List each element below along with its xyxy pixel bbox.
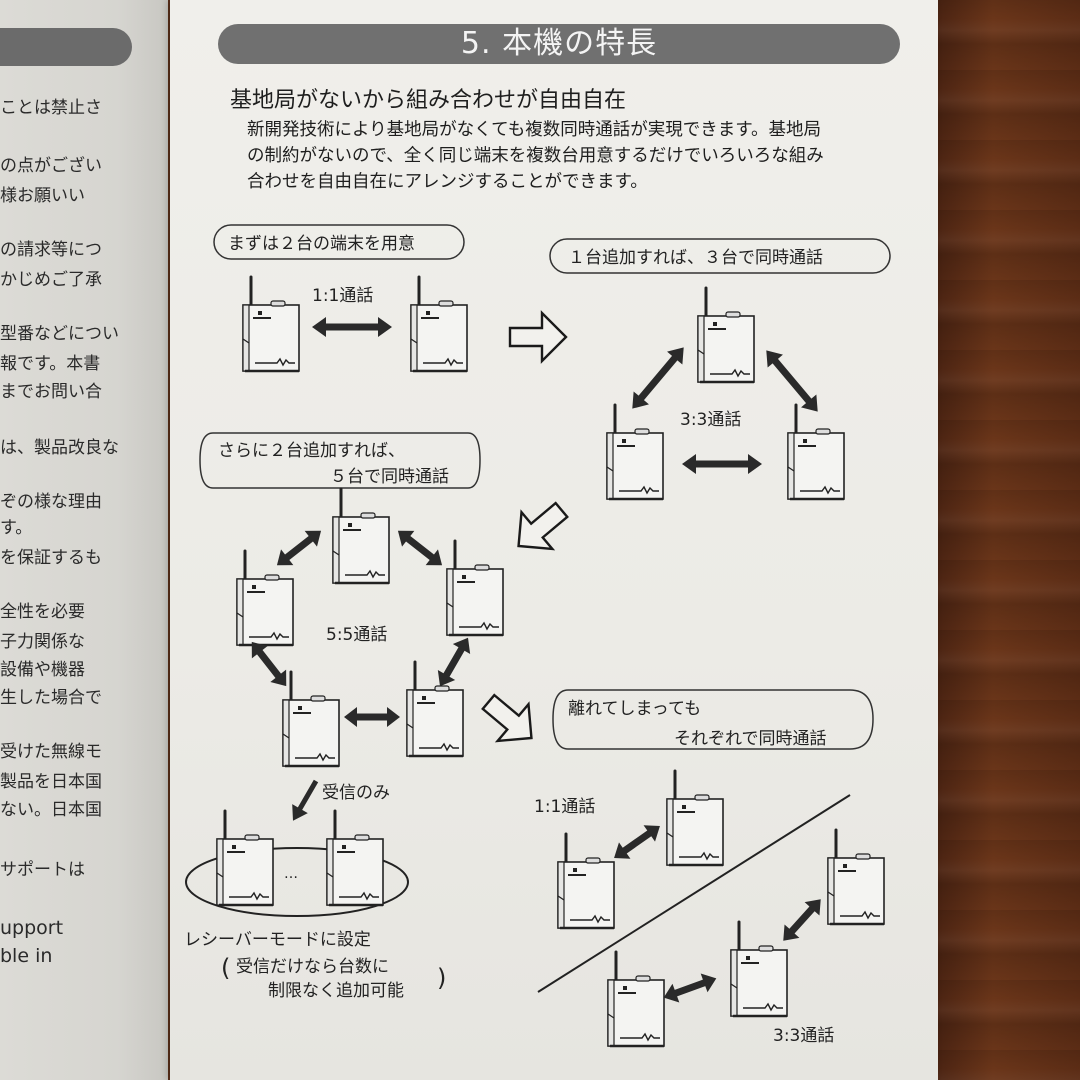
receive-only-label: 受信のみ xyxy=(322,783,390,803)
device-unit-icon xyxy=(215,809,275,907)
next-step-arrow-icon xyxy=(501,490,579,566)
section-title: 5. 本機の特長 xyxy=(218,24,900,64)
bidirectional-arrow-icon xyxy=(312,317,392,337)
note-paren-close: ) xyxy=(437,964,446,992)
step2-group: １台追加すれば、３台で同時通話 3:3通話 xyxy=(549,238,891,501)
step1-call-label: 1:1通話 xyxy=(312,286,373,306)
receiver-group: 受信のみ … レシーバーモードに設定 ( 受信だけなら台数に 制限なく追加可能 … xyxy=(184,779,446,1001)
bidirectional-arrow-icon xyxy=(431,632,477,692)
left-page-line: を保証するも xyxy=(0,548,102,568)
receiver-mode-label: レシーバーモードに設定 xyxy=(184,930,371,950)
device-unit-icon xyxy=(325,809,385,907)
left-page-line: ことは禁止さ xyxy=(0,98,102,118)
step3-group: さらに２台追加すれば、 ５台で同時通話 5:5通話 xyxy=(199,432,505,768)
device-unit-icon xyxy=(405,660,465,758)
body-text-line: の制約がないので、全く同じ端末を複数台用意するだけでいろいろな組み xyxy=(247,146,824,166)
group1-call-label: 1:1通話 xyxy=(534,797,595,817)
left-page-line: 設備や機器 xyxy=(0,660,85,680)
step3-caption-line2: ５台で同時通話 xyxy=(330,467,449,487)
left-page: ことは禁止さ の点がござい 様お願いい の請求等につ かじめご了承 型番などにつ… xyxy=(0,0,168,1080)
bidirectional-arrow-icon xyxy=(270,522,328,574)
bidirectional-arrow-icon xyxy=(758,343,826,419)
group2-call-label: 3:3通話 xyxy=(773,1026,834,1046)
left-page-line: かじめご了承 xyxy=(0,270,102,290)
step4-group: 離れてしまっても それぞれで同時通話 1:1通話 3:3通話 xyxy=(534,689,886,1048)
left-page-line: 受けた無線モ xyxy=(0,742,102,762)
left-page-line: ない。日本国 xyxy=(0,800,102,820)
left-page-line: までお問い合 xyxy=(0,382,102,402)
left-page-line: 全性を必要 xyxy=(0,602,85,622)
wooden-table-background xyxy=(935,0,1080,1080)
left-page-line: ぞの様な理由 xyxy=(0,492,102,512)
note-paren-open: ( xyxy=(221,954,230,982)
step2-call-label: 3:3通話 xyxy=(680,410,741,430)
device-unit-icon xyxy=(606,950,666,1048)
left-page-line: の点がござい xyxy=(0,156,102,176)
device-unit-icon xyxy=(696,286,756,384)
device-unit-icon xyxy=(605,403,665,501)
next-step-arrow-icon xyxy=(471,682,549,758)
bidirectional-arrow-icon xyxy=(391,522,449,574)
left-page-section-pill xyxy=(0,28,132,66)
device-unit-icon xyxy=(445,539,505,637)
step4-caption-line1: 離れてしまっても xyxy=(568,699,701,719)
section-heading: 基地局がないから組み合わせが自由自在 xyxy=(230,88,627,113)
device-unit-icon xyxy=(786,403,846,501)
step3-caption-line1: さらに２台追加すれば、 xyxy=(218,441,405,461)
left-page-line: 報です。本書 xyxy=(0,354,101,374)
device-unit-icon xyxy=(331,487,391,585)
device-unit-icon xyxy=(826,828,886,926)
bidirectional-arrow-icon xyxy=(344,707,400,727)
step3-caption-bubble xyxy=(199,432,481,489)
bidirectional-arrow-icon xyxy=(660,969,720,1007)
device-unit-icon xyxy=(281,670,341,768)
step1-caption-bubble xyxy=(213,224,465,260)
left-page-line: ble in xyxy=(0,945,53,967)
left-page-line: upport xyxy=(0,917,64,939)
step2-caption: １台追加すれば、３台で同時通話 xyxy=(568,248,823,268)
left-page-line: 子力関係な xyxy=(0,632,85,652)
bidirectional-arrow-icon xyxy=(682,454,762,474)
left-page-line: 様お願いい xyxy=(0,186,85,206)
receiver-group-ellipse xyxy=(185,847,409,917)
device-unit-icon xyxy=(556,832,616,930)
step1-group: まずは２台の端末を用意 1:1通話 xyxy=(213,224,469,373)
left-page-line: 生した場合で xyxy=(0,688,102,708)
left-page-line: 製品を日本国 xyxy=(0,772,102,792)
ellipsis: … xyxy=(284,866,298,882)
separation-line xyxy=(537,794,851,993)
receiver-note-line2: 制限なく追加可能 xyxy=(268,981,404,1001)
body-text-line: 合わせを自由自在にアレンジすることができます。 xyxy=(247,172,648,192)
left-page-line: 型番などについ xyxy=(0,324,119,344)
step1-caption: まずは２台の端末を用意 xyxy=(228,234,415,254)
left-page-line: す。 xyxy=(0,518,33,538)
body-text-line: 新開発技術により基地局がなくても複数同時通話が実現できます。基地局 xyxy=(247,120,821,140)
device-unit-icon xyxy=(665,769,725,867)
next-step-arrow-icon xyxy=(508,311,568,363)
step4-caption-line2: それぞれで同時通話 xyxy=(674,729,827,749)
left-page-line: サポートは xyxy=(0,860,85,880)
main-page: 5. 本機の特長 基地局がないから組み合わせが自由自在 新開発技術により基地局が… xyxy=(170,0,938,1080)
device-unit-icon xyxy=(729,920,789,1018)
receiver-note-line1: 受信だけなら台数に xyxy=(236,957,389,977)
device-unit-icon xyxy=(409,275,469,373)
step3-call-label: 5:5通話 xyxy=(326,625,387,645)
bidirectional-arrow-icon xyxy=(624,340,692,416)
bidirectional-arrow-icon xyxy=(608,817,666,867)
step4-caption-bubble xyxy=(552,689,874,750)
left-page-line: は、製品改良な xyxy=(0,438,119,458)
bidirectional-arrow-icon xyxy=(775,892,829,948)
left-page-line: の請求等につ xyxy=(0,240,102,260)
device-unit-icon xyxy=(241,275,301,373)
receive-only-arrow-icon xyxy=(292,779,319,821)
step2-caption-bubble xyxy=(549,238,891,274)
